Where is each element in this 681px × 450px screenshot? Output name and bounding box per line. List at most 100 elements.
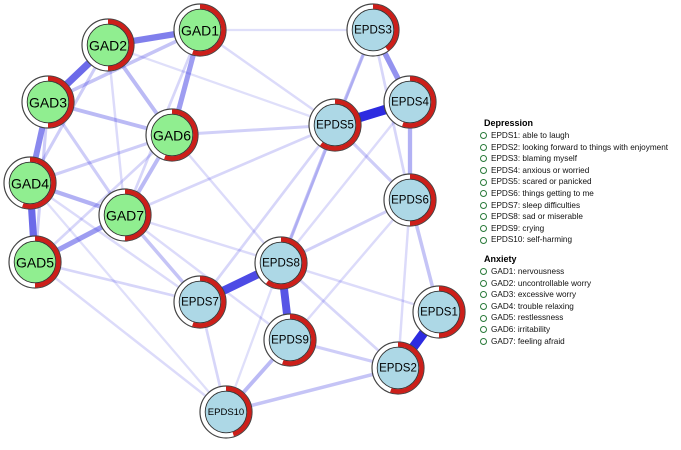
node-disk bbox=[178, 280, 222, 324]
legend-dot-icon bbox=[480, 132, 487, 140]
node-disk bbox=[388, 178, 432, 222]
node-disk bbox=[351, 8, 395, 52]
node-gad4: GAD4 bbox=[3, 156, 57, 210]
node-label: EPDS3 bbox=[354, 25, 392, 37]
legend-dot-icon bbox=[480, 143, 487, 151]
edge-epds5-epds7 bbox=[198, 123, 337, 304]
legend-dot-icon bbox=[480, 167, 487, 175]
node-disk bbox=[26, 80, 70, 124]
legend-item: EPDS3: blaming myself bbox=[480, 153, 680, 165]
node-pie-arc bbox=[438, 286, 465, 338]
legend-item: GAD4: trouble relaxing bbox=[480, 301, 680, 313]
legend-dot-icon bbox=[480, 337, 487, 345]
node-label: GAD5 bbox=[16, 255, 54, 271]
edge-gad5-epds7 bbox=[33, 260, 202, 304]
legend-dot-icon bbox=[480, 190, 487, 198]
node-disk bbox=[388, 80, 432, 124]
node-label: EPDS9 bbox=[271, 335, 309, 347]
node-epds8: EPDS8 bbox=[254, 236, 308, 290]
node-label: EPDS5 bbox=[316, 120, 354, 132]
edge-gad1-epds5 bbox=[198, 28, 337, 127]
node-label: GAD7 bbox=[106, 208, 144, 224]
node-pie-arc bbox=[124, 189, 151, 241]
edge-gad2-epds5 bbox=[106, 43, 337, 127]
edge-gad6-epds5 bbox=[170, 123, 337, 137]
legend-dot-icon bbox=[480, 268, 487, 276]
node-gad1: GAD1 bbox=[173, 3, 227, 57]
node-label: EPDS10 bbox=[208, 407, 244, 418]
legend-item: EPDS9: crying bbox=[480, 223, 680, 235]
node-gad3: GAD3 bbox=[21, 75, 75, 129]
node-epds4: EPDS4 bbox=[383, 75, 437, 129]
node-epds5: EPDS5 bbox=[308, 98, 362, 152]
edge-epds8-epds1 bbox=[279, 261, 441, 314]
node-gad2: GAD2 bbox=[81, 18, 135, 72]
edge-gad4-epds7 bbox=[28, 181, 202, 304]
legend-item: EPDS2: looking forward to things with en… bbox=[480, 142, 680, 154]
node-disk bbox=[13, 240, 57, 284]
legend-item: EPDS8: sad or miserable bbox=[480, 211, 680, 223]
legend-dot-icon bbox=[480, 326, 487, 334]
edge-gad5-epds10 bbox=[33, 260, 228, 414]
node-disk bbox=[150, 113, 194, 157]
node-disk bbox=[8, 161, 52, 205]
node-epds6: EPDS6 bbox=[383, 173, 437, 227]
edge-epds4-epds8 bbox=[279, 100, 412, 265]
node-label: EPDS6 bbox=[391, 195, 429, 207]
edge-gad6-gad5 bbox=[33, 133, 174, 264]
legend-item: EPDS1: able to laugh bbox=[480, 130, 680, 142]
node-pie-arc bbox=[319, 99, 361, 151]
node-label: EPDS1 bbox=[420, 307, 458, 319]
legend-item: EPDS7: sleep difficulties bbox=[480, 200, 680, 212]
legend-item: GAD2: uncontrollable worry bbox=[480, 278, 680, 290]
legend-dot-icon bbox=[480, 314, 487, 322]
node-epds3: EPDS3 bbox=[346, 3, 400, 57]
node-layer: GAD1GAD2GAD3GAD4GAD5GAD6GAD7EPDS1EPDS2EP… bbox=[3, 3, 466, 439]
node-disk bbox=[86, 23, 130, 67]
node-label: EPDS8 bbox=[262, 258, 300, 270]
node-label: GAD2 bbox=[89, 38, 127, 54]
node-pie-arc bbox=[402, 76, 436, 128]
legend-dot-icon bbox=[480, 213, 487, 221]
node-pie-arc bbox=[47, 76, 74, 128]
node-label: GAD4 bbox=[11, 176, 49, 192]
node-disk bbox=[103, 193, 147, 237]
edge-epds6-epds9 bbox=[288, 198, 412, 342]
legend: Depression EPDS1: able to laugh EPDS2: l… bbox=[480, 118, 680, 355]
edge-gad6-epds8 bbox=[170, 133, 283, 265]
edge-epds6-epds2 bbox=[396, 198, 412, 370]
legend-item: EPDS10: self-harming bbox=[480, 234, 680, 246]
node-epds2: EPDS2 bbox=[371, 341, 425, 395]
node-pie-arc bbox=[34, 236, 61, 288]
node-label: GAD1 bbox=[181, 23, 219, 39]
legend-dot-icon bbox=[480, 178, 487, 186]
node-label: EPDS7 bbox=[181, 297, 219, 309]
legend-item: EPDS5: scared or panicked bbox=[480, 176, 680, 188]
node-pie-arc bbox=[192, 4, 226, 56]
node-disk bbox=[268, 318, 312, 362]
legend-item: GAD5: restlessness bbox=[480, 312, 680, 324]
legend-item: GAD7: feeling afraid bbox=[480, 336, 680, 348]
node-disk bbox=[204, 390, 248, 434]
edge-epds2-epds10 bbox=[224, 366, 400, 414]
legend-item: GAD1: nervousness bbox=[480, 266, 680, 278]
node-pie-arc bbox=[22, 157, 56, 209]
node-disk bbox=[417, 290, 461, 334]
legend-dot-icon bbox=[480, 225, 487, 233]
node-disk bbox=[259, 241, 303, 285]
legend-title-anxiety: Anxiety bbox=[484, 253, 517, 264]
legend-item: EPDS4: anxious or worried bbox=[480, 165, 680, 177]
edge-gad2-gad7 bbox=[106, 43, 127, 217]
node-pie-arc bbox=[225, 386, 252, 437]
node-pie-arc bbox=[265, 237, 307, 289]
node-pie-arc bbox=[164, 109, 198, 161]
node-label: GAD3 bbox=[29, 95, 67, 111]
node-epds7: EPDS7 bbox=[173, 275, 227, 329]
node-disk bbox=[313, 103, 357, 147]
node-epds1: EPDS1 bbox=[412, 285, 466, 339]
legend-dot-icon bbox=[480, 303, 487, 311]
legend-item: EPDS6: things getting to me bbox=[480, 188, 680, 200]
legend-dot-icon bbox=[480, 155, 487, 163]
node-gad7: GAD7 bbox=[98, 188, 152, 242]
